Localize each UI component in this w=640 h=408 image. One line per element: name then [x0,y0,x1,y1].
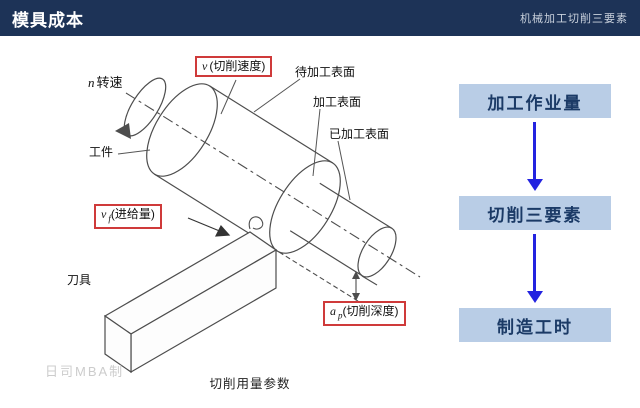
flow-box-workload: 加工作业量 [459,84,611,118]
down-arrow-1-icon [533,122,536,180]
centerline [125,92,421,278]
cutting-depth-subscript: p [338,310,343,321]
spindle-speed-symbol: n [88,75,95,90]
header-subtitle: 机械加工切削三要素 [520,13,628,25]
cutting-depth-symbol: a [330,304,336,318]
feed-rate-text: (进给量) [110,207,155,221]
down-arrow-2-icon [533,234,536,292]
diagram-line-art [103,77,421,374]
feed-arrow [187,217,231,237]
workpiece-cylinder [146,83,397,278]
cutting-depth-text: (切削深度) [342,304,399,318]
cutting-tool [103,231,278,374]
depth-dimension [278,251,378,307]
leader-lines [117,78,351,201]
flowchart: 加工作业量 切削三要素 制造工时 [455,36,625,408]
page-title: 模具成本 [12,10,84,30]
flow-box-cutting-elements: 切削三要素 [459,196,611,230]
feed-rate-subscript: f [108,213,111,224]
rotation-arrow [115,77,167,139]
cutting-speed-symbol: v [202,59,208,73]
watermark: 日司MBA制 [45,364,125,379]
flow-box-manufacturing-hours: 制造工时 [459,308,611,342]
label-tool: 刀具 [67,273,92,287]
label-surface-machined: 已加工表面 [329,127,390,141]
feed-rate-symbol: v [101,207,107,221]
label-surface-to-cut: 待加工表面 [295,65,356,79]
label-workpiece: 工件 [89,145,114,159]
label-surface-cutting: 加工表面 [313,95,362,109]
chip-curl [248,216,264,230]
cutting-speed-text: (切削速度) [209,59,266,73]
spindle-speed-text: 转速 [96,75,123,90]
diagram-caption: 切削用量参数 [209,377,291,391]
label-cutting-speed: v(切削速度) [195,56,273,77]
header-bar: 模具成本 机械加工切削三要素 [0,0,640,36]
